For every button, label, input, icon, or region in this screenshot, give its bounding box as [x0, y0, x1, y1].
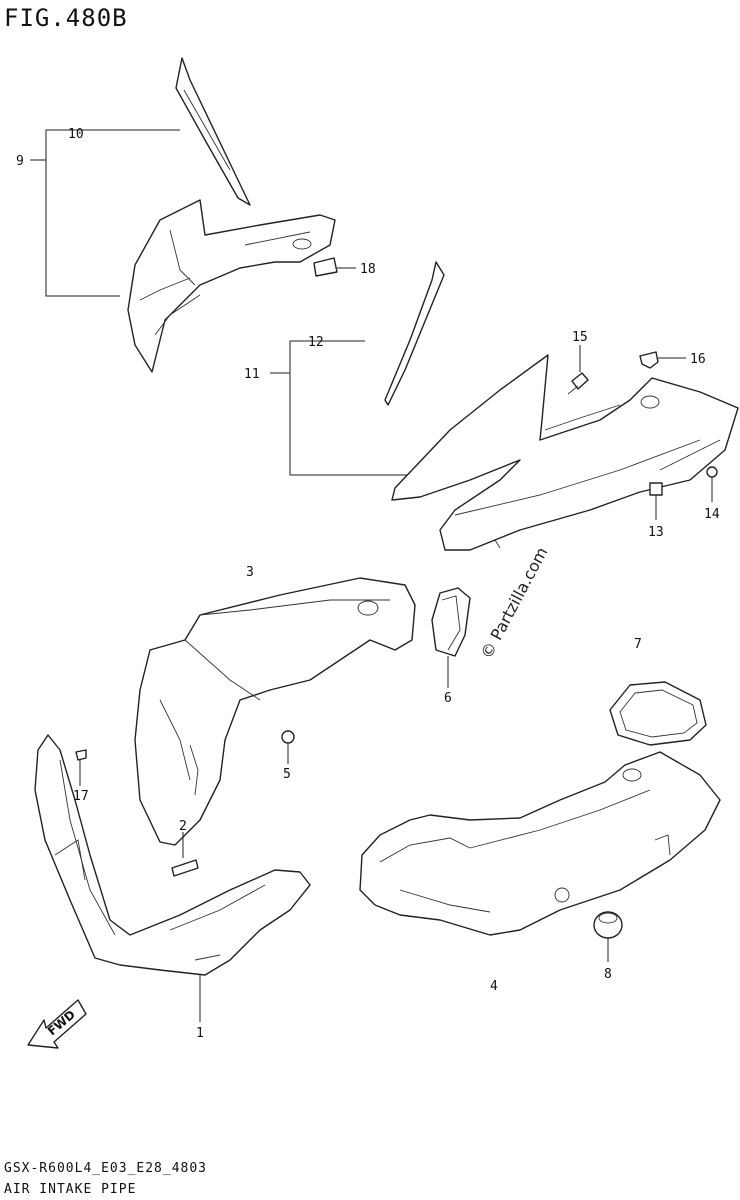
figure-subtitle: AIR INTAKE PIPE — [4, 1182, 136, 1197]
part-9-side-cowl — [127, 199, 336, 373]
part-14-screw — [706, 466, 718, 502]
part-7-gasket — [609, 681, 707, 746]
part-1-front-cowl — [34, 734, 311, 1022]
callout-9: 9 — [16, 154, 24, 169]
callout-7: 7 — [634, 637, 642, 652]
callout-8: 8 — [604, 967, 612, 982]
callout-labels: 1 2 3 4 5 6 7 8 9 10 11 12 13 14 15 16 1… — [16, 127, 720, 1041]
part-18-label — [313, 257, 356, 277]
part-11-side-cowl — [391, 354, 739, 551]
callout-3: 3 — [246, 565, 254, 580]
model-code: GSX-R600L4_E03_E28_4803 — [4, 1161, 207, 1176]
callout-10: 10 — [68, 127, 84, 142]
figure-title: FIG.480B — [4, 4, 128, 32]
callout-4: 4 — [490, 979, 498, 994]
callout-1: 1 — [196, 1026, 204, 1041]
callout-16: 16 — [690, 352, 706, 367]
callout-2: 2 — [179, 819, 187, 834]
group-bracket-11 — [270, 340, 410, 476]
callout-14: 14 — [704, 507, 720, 522]
callout-6: 6 — [444, 691, 452, 706]
part-2-label — [171, 832, 199, 877]
part-4-air-duct — [359, 751, 721, 936]
callout-15: 15 — [572, 330, 588, 345]
callout-17: 17 — [73, 789, 89, 804]
part-8-grommet — [593, 911, 623, 962]
callout-11: 11 — [244, 367, 260, 382]
callout-5: 5 — [283, 767, 291, 782]
part-10-decal — [175, 57, 251, 206]
callout-12: 12 — [308, 335, 324, 350]
part-13-nut — [649, 482, 663, 520]
part-17-screw — [75, 749, 87, 786]
fwd-direction-arrow: FWD — [27, 999, 87, 1049]
part-15-screw — [567, 345, 589, 395]
part-12-decal — [384, 261, 445, 406]
group-bracket-9 — [30, 129, 180, 297]
part-5-screw — [281, 730, 295, 764]
watermark: © Partzilla.com — [477, 544, 552, 662]
part-6-seal — [431, 587, 471, 688]
callout-18: 18 — [360, 262, 376, 277]
callout-13: 13 — [648, 525, 664, 540]
part-16-clip — [639, 351, 686, 369]
part-3-air-duct — [134, 577, 416, 846]
